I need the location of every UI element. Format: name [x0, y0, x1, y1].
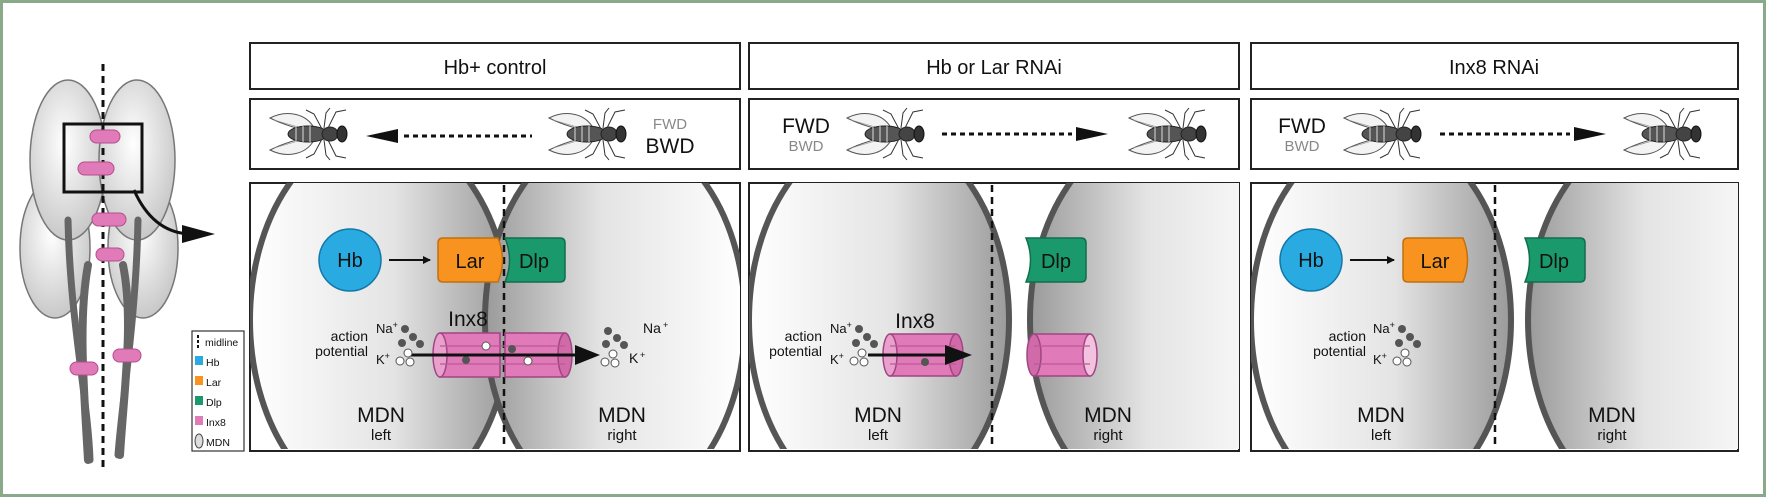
- svg-text:+: +: [663, 320, 668, 330]
- legend-mdn: MDN: [206, 437, 230, 449]
- k-label: K: [1373, 352, 1382, 367]
- na-label-right: Na: [643, 320, 661, 336]
- potential-label: potential: [769, 343, 822, 359]
- hb-circle: [318, 228, 382, 292]
- svg-text:Na+: Na+: [376, 320, 398, 336]
- dlp-label: Dlp: [1041, 251, 1071, 273]
- dlp-protein: [503, 237, 566, 283]
- svg-text:K+: K+: [1373, 351, 1387, 367]
- fwd-label: FWD: [782, 115, 830, 138]
- fly-icon: [268, 107, 348, 161]
- action-label: action: [785, 328, 822, 344]
- anatomy-overview: [19, 64, 215, 470]
- bwd-label: BWD: [646, 135, 695, 158]
- mdn-right-label: MDN: [1588, 404, 1636, 427]
- svg-text:+: +: [640, 350, 645, 360]
- ion-group-left: [395, 325, 424, 367]
- ion-group-left: [849, 325, 878, 367]
- k-label: K: [830, 352, 839, 367]
- k-label-right: K: [629, 350, 639, 366]
- panel-hb-control: Hb+ control FWD BWD Hb Lar Dlp Inx8: [249, 42, 741, 452]
- legend-lar: Lar: [206, 377, 222, 389]
- legend-inx8: Inx8: [206, 417, 226, 429]
- ion-group-right: [600, 327, 628, 368]
- dlp-label: Dlp: [519, 251, 549, 273]
- mdn-left-label: MDN: [1357, 404, 1405, 427]
- arrow-head-right-icon: [1076, 127, 1108, 141]
- fwd-label: FWD: [1278, 115, 1326, 138]
- ion-group-left: [1392, 325, 1421, 367]
- left-sub-label: left: [1371, 427, 1392, 444]
- svg-text:K+: K+: [376, 351, 390, 367]
- fly-icon: [1622, 107, 1702, 161]
- arrow-head-right-icon: [1574, 127, 1606, 141]
- zoom-arrow-icon: [182, 225, 215, 243]
- legend-dlp: Dlp: [206, 397, 222, 409]
- panel-hb-lar-rnai: Hb or Lar RNAi FWD BWD Dlp Inx8: [748, 42, 1240, 452]
- hb-label: Hb: [1298, 250, 1324, 272]
- mdn-left-label: MDN: [854, 404, 902, 427]
- panel-title: Hb+ control: [444, 57, 547, 79]
- potential-label: potential: [315, 343, 368, 359]
- fly-icon: [1342, 107, 1422, 161]
- dlp-protein: [1523, 237, 1586, 283]
- lar-protein: [1402, 237, 1469, 283]
- panel-inx8-rnai: Inx8 RNAi FWD BWD Hb Lar Dlp action pote…: [1250, 42, 1739, 452]
- mdn-right-cell: [1525, 183, 1738, 449]
- zoom-box: [62, 122, 144, 194]
- action-label: action: [1329, 328, 1366, 344]
- bwd-label: BWD: [1285, 138, 1320, 155]
- na-label: Na: [1373, 321, 1390, 336]
- fly-icon: [1127, 107, 1207, 161]
- left-sub-label: left: [371, 427, 392, 444]
- legend-hb: Hb: [206, 357, 220, 369]
- inx8-hemichannel-right: [1026, 333, 1098, 377]
- lar-label: Lar: [456, 251, 485, 273]
- potential-label: potential: [1313, 343, 1366, 359]
- svg-text:K+: K+: [830, 351, 844, 367]
- dlp-protein: [1024, 237, 1087, 283]
- svg-text:Na+: Na+: [830, 320, 852, 336]
- fly-icon: [845, 107, 925, 161]
- mdn-left-label: MDN: [357, 404, 405, 427]
- legend-midline: midline: [205, 337, 238, 349]
- right-sub-label: right: [607, 427, 637, 444]
- bwd-label: BWD: [789, 138, 824, 155]
- inx8-label: Inx8: [448, 308, 488, 331]
- right-sub-label: right: [1093, 427, 1123, 444]
- lar-label: Lar: [1421, 251, 1450, 273]
- svg-text:Na+: Na+: [1373, 320, 1395, 336]
- left-sub-label: left: [868, 427, 889, 444]
- hb-circle: [1279, 228, 1343, 292]
- legend: midline Hb Lar Dlp Inx8 MDN: [191, 330, 245, 452]
- mdn-right-label: MDN: [1084, 404, 1132, 427]
- arrow-head-left-icon: [366, 129, 398, 143]
- action-label: action: [331, 328, 368, 344]
- hb-label: Hb: [337, 250, 363, 272]
- fly-icon: [547, 107, 627, 161]
- mdn-left-cell: [749, 183, 1012, 449]
- k-label: K: [376, 352, 385, 367]
- lar-protein: [437, 237, 504, 283]
- dlp-label: Dlp: [1539, 251, 1569, 273]
- na-label: Na: [376, 321, 393, 336]
- fwd-label: FWD: [653, 116, 687, 133]
- mdn-right-label: MDN: [598, 404, 646, 427]
- right-sub-label: right: [1597, 427, 1627, 444]
- panel-title: Hb or Lar RNAi: [926, 57, 1062, 79]
- inx8-label: Inx8: [895, 310, 935, 333]
- na-label: Na: [830, 321, 847, 336]
- panel-title: Inx8 RNAi: [1449, 57, 1539, 79]
